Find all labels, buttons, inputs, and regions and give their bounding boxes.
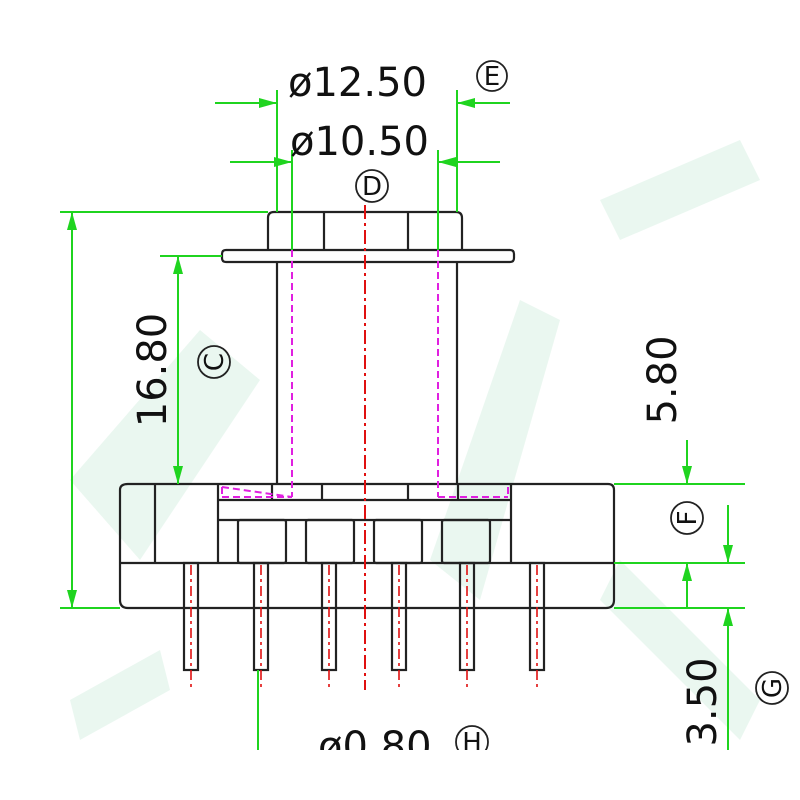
pin: [320, 561, 338, 690]
dimension-arrows: [67, 98, 733, 626]
watermark: [70, 140, 760, 740]
winding-height-ref-circle: [197, 345, 231, 379]
inner-diameter-label: ø10.50: [290, 119, 429, 165]
dimension-base-height: 5.80: [640, 335, 686, 424]
pin: [528, 561, 546, 690]
inner-diameter-ref: D: [362, 172, 382, 202]
dimension-inner-diameter: ø10.50 D: [290, 119, 429, 203]
outer-diameter-ref-circle: [476, 60, 508, 92]
pin: [182, 561, 200, 690]
bottom-crop-mask: [0, 750, 800, 800]
pin-length-ref: G: [758, 678, 788, 698]
base-height-ref-circle: [670, 501, 704, 535]
pin-length-ref-circle: [755, 671, 789, 705]
outer-diameter-label: ø12.50: [288, 60, 427, 106]
inner-diameter-ref-circle: [355, 169, 389, 203]
pin-length-ref-group: G: [755, 671, 789, 705]
base-height-ref: F: [673, 511, 703, 526]
pins: [182, 561, 546, 690]
base-height-label: 5.80: [640, 335, 686, 424]
base-height-ref-group: F: [670, 501, 704, 535]
winding-height-ref-group: C: [197, 345, 231, 379]
winding-height-ref: C: [200, 353, 230, 371]
winding-height-label: 16.80: [130, 313, 176, 428]
dimension-outer-diameter: ø12.50 E: [288, 60, 508, 106]
outer-diameter-ref: E: [484, 62, 500, 92]
dimension-pin-length: 3.50: [680, 657, 726, 746]
pin-length-label: 3.50: [680, 657, 726, 746]
pin: [458, 561, 476, 690]
hidden-lines: [221, 250, 509, 498]
dimension-winding-height: 16.80: [130, 313, 176, 428]
pin: [390, 561, 408, 690]
pin: [252, 561, 270, 690]
